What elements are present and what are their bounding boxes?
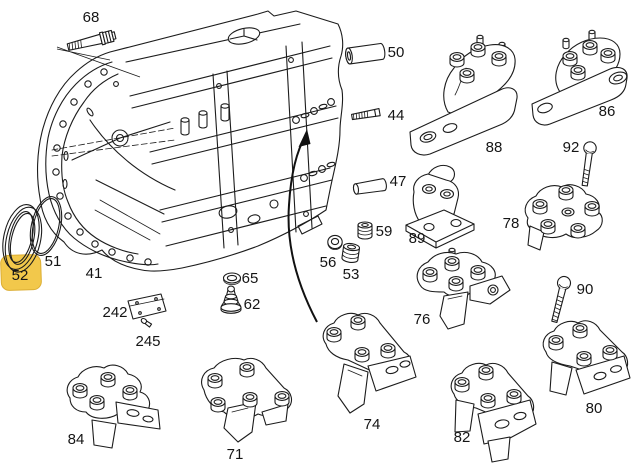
part-86-engine-mount-bracket[interactable] — [531, 29, 628, 126]
part-62-breather-cap[interactable] — [220, 285, 242, 314]
part-label-242[interactable]: 242 — [102, 304, 127, 321]
part-47-pin[interactable] — [352, 178, 387, 195]
shift-gate-pattern — [292, 98, 336, 182]
part-80-mount-bracket[interactable] — [542, 320, 631, 396]
leader-arrow — [287, 129, 318, 323]
part-label-62[interactable]: 62 — [244, 296, 261, 313]
part-84-mount-bracket[interactable] — [66, 364, 161, 449]
part-41-transmission-case[interactable] — [36, 10, 344, 272]
part-89-mount-bracket[interactable] — [405, 164, 475, 249]
part-label-84[interactable]: 84 — [68, 431, 85, 448]
part-242-plate[interactable] — [127, 293, 167, 320]
part-245-rivet[interactable] — [140, 317, 153, 328]
part-label-71[interactable]: 71 — [227, 446, 244, 463]
part-label-245[interactable]: 245 — [135, 333, 160, 350]
part-82-mount-bracket[interactable] — [450, 362, 537, 463]
part-68-bolt[interactable] — [56, 29, 141, 78]
part-label-74[interactable]: 74 — [364, 416, 381, 433]
part-56-washer[interactable] — [327, 234, 343, 250]
part-label-59[interactable]: 59 — [376, 223, 393, 240]
part-label-53[interactable]: 53 — [343, 266, 360, 283]
part-52-seal-ring[interactable] — [0, 201, 48, 276]
part-78-mount-bracket[interactable] — [524, 184, 603, 251]
leader-line-68 — [56, 46, 141, 78]
part-65-grommet[interactable] — [222, 272, 242, 285]
case-studs — [180, 103, 230, 136]
part-74-mount-bracket[interactable] — [322, 312, 417, 414]
part-label-51[interactable]: 51 — [45, 253, 62, 270]
part-88-engine-mount-bracket[interactable] — [409, 34, 518, 156]
part-label-80[interactable]: 80 — [586, 400, 603, 417]
part-44-stud[interactable] — [350, 108, 381, 121]
part-labels: 68 50 44 86 88 92 47 78 59 89 56 53 51 5… — [12, 9, 616, 463]
part-label-82[interactable]: 82 — [454, 429, 471, 446]
part-92-bolt[interactable] — [579, 141, 597, 187]
part-90-bolt[interactable] — [548, 275, 572, 323]
mercedes-star-emblem — [227, 27, 261, 45]
part-51-oring[interactable] — [25, 194, 67, 259]
part-label-89[interactable]: 89 — [409, 230, 426, 247]
part-label-78[interactable]: 78 — [503, 215, 520, 232]
part-label-47[interactable]: 47 — [390, 173, 407, 190]
part-label-92[interactable]: 92 — [563, 139, 580, 156]
part-label-90[interactable]: 90 — [577, 281, 594, 298]
part-label-88[interactable]: 88 — [486, 139, 503, 156]
part-label-50[interactable]: 50 — [388, 44, 405, 61]
part-label-44[interactable]: 44 — [388, 107, 405, 124]
part-label-86[interactable]: 86 — [599, 103, 616, 120]
flange-bolt-holes — [52, 68, 152, 266]
part-50-sleeve[interactable] — [345, 42, 386, 65]
part-71-mount-bracket[interactable] — [201, 357, 293, 443]
part-label-56[interactable]: 56 — [320, 254, 337, 271]
part-53-plug[interactable] — [341, 242, 361, 264]
part-label-68[interactable]: 68 — [83, 9, 100, 26]
part-label-52[interactable]: 52 — [12, 267, 29, 284]
part-59-plug[interactable] — [357, 221, 373, 240]
part-label-65[interactable]: 65 — [242, 270, 259, 287]
part-label-76[interactable]: 76 — [414, 311, 431, 328]
part-label-41[interactable]: 41 — [86, 265, 103, 282]
part-76-mount-bracket[interactable] — [416, 247, 511, 330]
